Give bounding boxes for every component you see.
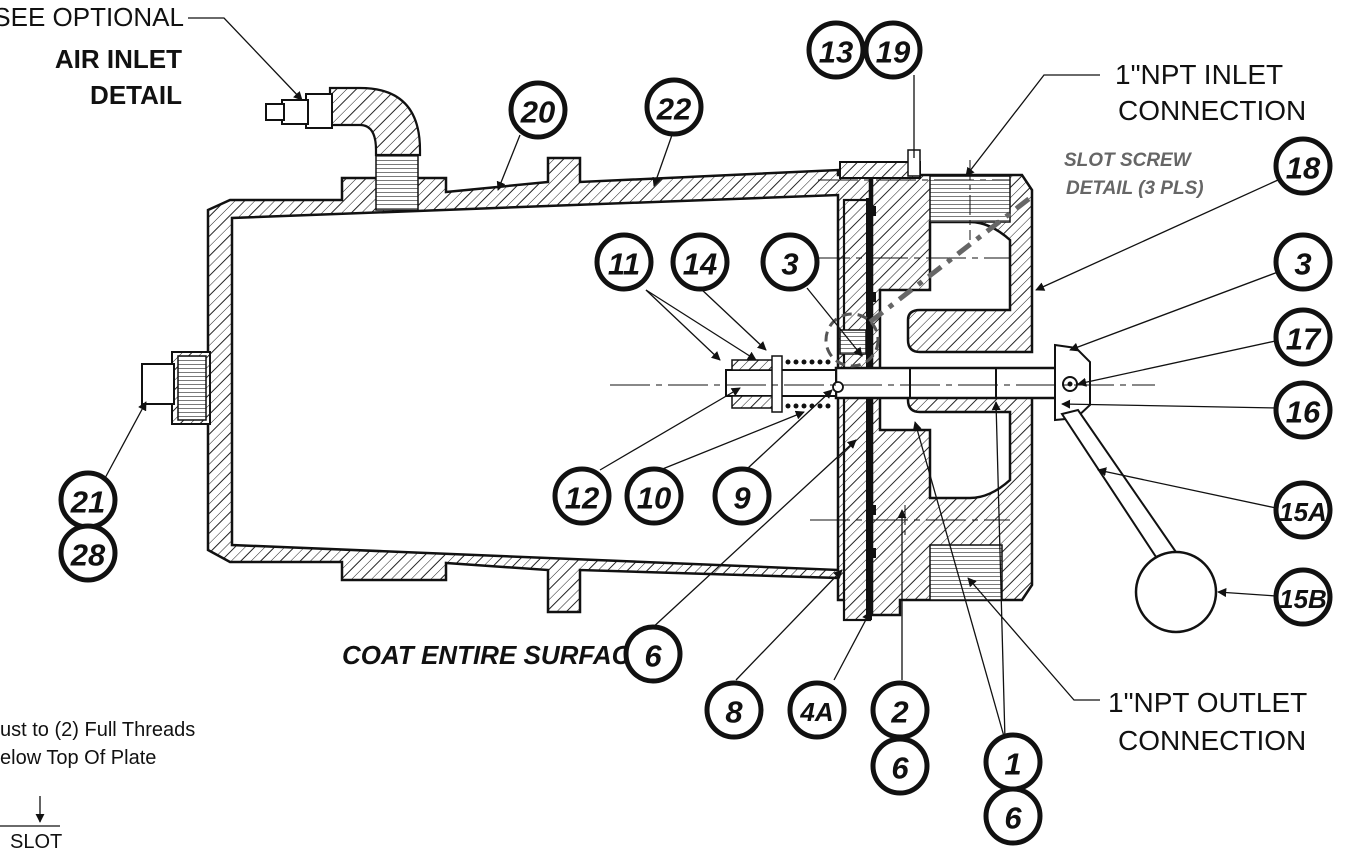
callout-8: 8 [704,680,764,740]
gasket-line [866,198,872,620]
washer [771,355,783,413]
fitting-nut [305,93,333,129]
callout-19: 19 [863,20,923,80]
svg-text:9: 9 [733,481,751,516]
callout-3-right: 3 [1273,232,1333,292]
callout-6-coat: 6 [623,624,683,684]
callout-12: 12 [552,466,612,526]
callout-17: 17 [1273,307,1333,367]
note-adjust-1: ust to (2) Full Threads [0,719,195,741]
svg-text:15B: 15B [1279,584,1327,614]
note-slot-screw-2: DETAIL (3 PLS) [1066,178,1204,199]
elbow [328,86,422,157]
note-detail: DETAIL [90,80,182,110]
note-air-inlet: AIR INLET [55,44,182,74]
note-see-optional: SEE OPTIONAL [0,2,184,32]
note-coat-entire-surface: COAT ENTIRE SURFACE [342,640,648,670]
callout-21: 21 [58,470,118,530]
svg-text:13: 13 [819,35,853,70]
svg-text:1: 1 [1004,747,1021,782]
callout-20: 20 [508,80,568,140]
callout-18: 18 [1273,136,1333,196]
drain-plug [141,363,175,405]
detail-circle [824,312,880,368]
slot-screw [839,329,867,355]
note-adjust-2: elow Top Of Plate [0,747,156,769]
text-notes: SEE OPTIONAL AIR INLET DETAIL 1"NPT INLE… [0,2,1307,848]
leader-lines [103,17,1281,741]
callout-9: 9 [712,466,772,526]
callout-28: 28 [58,523,118,583]
svg-text:8: 8 [725,695,743,730]
nut-upper [731,359,777,371]
svg-text:28: 28 [70,538,106,573]
air-inlet-fitting [265,86,422,157]
svg-text:17: 17 [1286,322,1322,357]
valve-stem [834,366,1062,400]
svg-text:22: 22 [656,92,691,127]
spring [785,359,831,409]
callout-4a: 4A [787,680,847,740]
cotter-pin [832,381,844,393]
nut-lower [731,395,777,409]
svg-text:3: 3 [1294,247,1311,282]
callout-22: 22 [644,77,704,137]
o-ring-top [868,206,876,216]
svg-text:4A: 4A [799,697,833,727]
note-outlet-line1: 1"NPT OUTLET [1108,687,1307,718]
o-ring-upper [868,292,876,302]
callout-16: 16 [1273,380,1333,440]
callout-1: 1 [983,732,1043,792]
callout-6-lower: 6 [870,736,930,796]
callout-14: 14 [670,232,730,292]
svg-text:12: 12 [565,481,599,516]
housing-shell [141,149,872,614]
svg-text:16: 16 [1286,395,1321,430]
note-slot-screw-1: SLOT SCREW [1064,150,1193,171]
drain-plug-threads [177,355,207,421]
svg-text:11: 11 [608,247,640,282]
air-inlet-threads [375,149,419,211]
callout-10: 10 [624,466,684,526]
svg-text:19: 19 [876,35,911,70]
svg-text:14: 14 [683,247,717,282]
outlet-port-threads [929,544,1003,601]
svg-text:6: 6 [644,639,662,674]
o-ring-lower [868,505,876,515]
slot-screw-detail-marker [824,196,1032,368]
note-inlet-line2: CONNECTION [1118,95,1306,126]
svg-text:6: 6 [1004,801,1022,836]
callout-15a: 15A [1273,480,1333,540]
svg-text:18: 18 [1286,151,1321,186]
svg-text:21: 21 [70,485,105,520]
fitting-tip [265,103,285,121]
svg-text:6: 6 [891,751,909,786]
svg-text:15A: 15A [1279,497,1327,527]
fitting-body [281,99,309,125]
note-slot: SLOT [10,831,62,848]
valve-stem-assembly [725,343,1218,634]
callout-13: 13 [806,20,866,80]
handle-ball [1134,550,1218,634]
callout-11: 11 [594,232,654,292]
note-outlet-line2: CONNECTION [1118,725,1306,756]
svg-text:10: 10 [637,481,671,516]
detail-leader [868,196,1032,324]
callout-15b: 15B [1273,567,1333,627]
note-inlet-line1: 1"NPT INLET [1115,59,1283,90]
o-ring-bottom [868,548,876,558]
callout-3-upper: 3 [760,232,820,292]
handle-arm [1060,408,1180,565]
svg-text:2: 2 [890,695,908,730]
callout-6-bottom: 6 [983,786,1043,846]
svg-text:3: 3 [781,247,798,282]
callout-2: 2 [870,680,930,740]
callout-bubbles: 13 19 22 20 18 11 14 3 3 17 16 15A 15B 1… [58,20,1333,846]
svg-text:20: 20 [520,95,555,130]
